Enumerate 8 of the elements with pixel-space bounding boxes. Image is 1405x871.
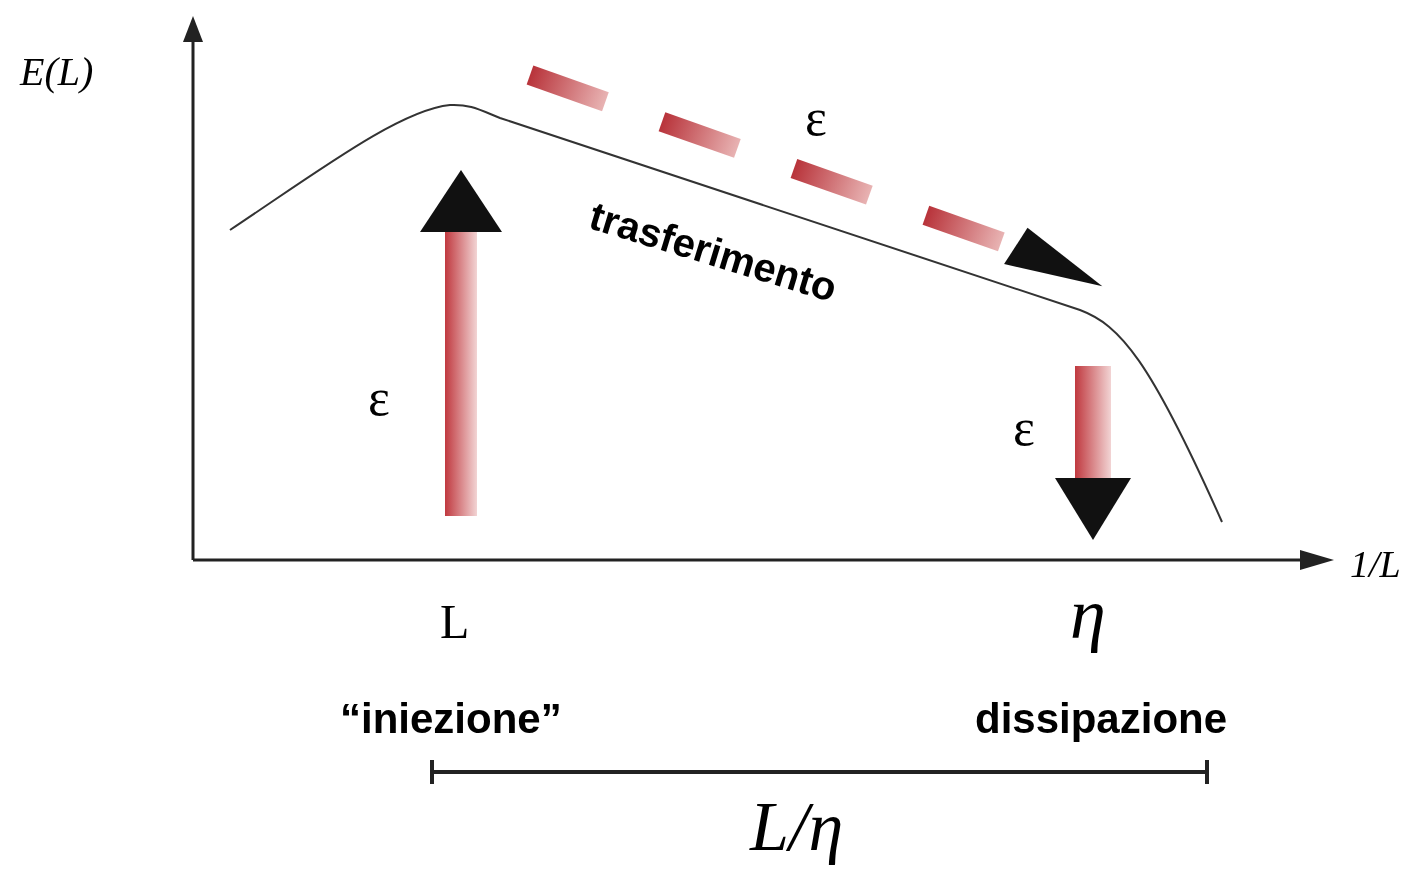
range-label: dissipazione [975, 698, 1228, 740]
tick-label: L [440, 598, 470, 646]
range-label: “iniezione” [340, 698, 562, 740]
symbol-label: ε [805, 92, 827, 144]
symbol-label: ε [368, 372, 390, 424]
axis-label: E(L) [20, 52, 94, 92]
axis-label: 1/L [1350, 545, 1401, 583]
symbol-label: ε [1013, 402, 1035, 454]
